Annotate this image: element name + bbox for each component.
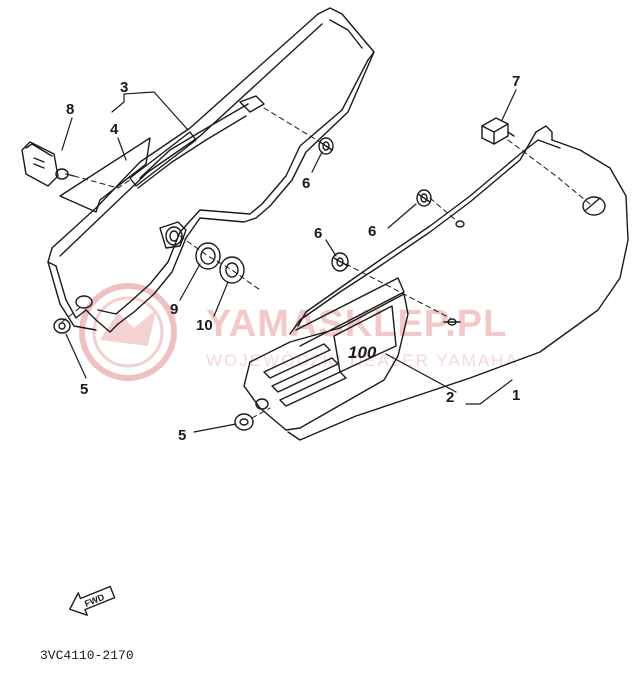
- callout-5b: 5: [178, 427, 186, 444]
- damper-icon: [234, 413, 254, 431]
- grommet-icon: [318, 137, 334, 155]
- callout-5a: 5: [80, 381, 88, 398]
- callout-10: 10: [196, 317, 213, 334]
- diagram-part-code: 3VC4110-2170: [40, 648, 134, 663]
- callout-1: 1: [512, 387, 520, 404]
- left-side-cover: [47, 7, 375, 333]
- callout-8: 8: [66, 101, 74, 118]
- side-cover-emblem: 100: [348, 343, 377, 362]
- callout-6c: 6: [314, 225, 322, 242]
- watermark-tagline: WOJEWÓDZKI DEALER YAMAHA: [206, 351, 519, 370]
- callout-6b: 6: [368, 223, 376, 240]
- collar-icon: [219, 256, 245, 284]
- watermark-logo: [79, 283, 177, 381]
- grommet-icon: [331, 252, 349, 272]
- callout-9: 9: [170, 301, 178, 318]
- right-side-cover: 100: [243, 125, 629, 441]
- callout-2: 2: [446, 389, 454, 406]
- damper-icon: [53, 318, 71, 334]
- clip-icon: [481, 117, 515, 145]
- assembly-lines: [61, 107, 591, 419]
- leader-lines: [61, 89, 517, 433]
- fwd-arrow-icon: FWD: [69, 585, 116, 616]
- callout-4: 4: [110, 121, 119, 138]
- lock-assembly-icon: [21, 141, 75, 187]
- callouts: 3 4 8 7 6 6 6 9 10 5 5 2 1: [66, 73, 520, 444]
- callout-6a: 6: [302, 175, 310, 192]
- damper-icon: [255, 398, 269, 410]
- grommet-icon: [416, 189, 432, 207]
- decal-4: [59, 137, 151, 213]
- washer-icon: [195, 242, 221, 270]
- callout-3: 3: [120, 79, 128, 96]
- callout-7: 7: [512, 73, 520, 90]
